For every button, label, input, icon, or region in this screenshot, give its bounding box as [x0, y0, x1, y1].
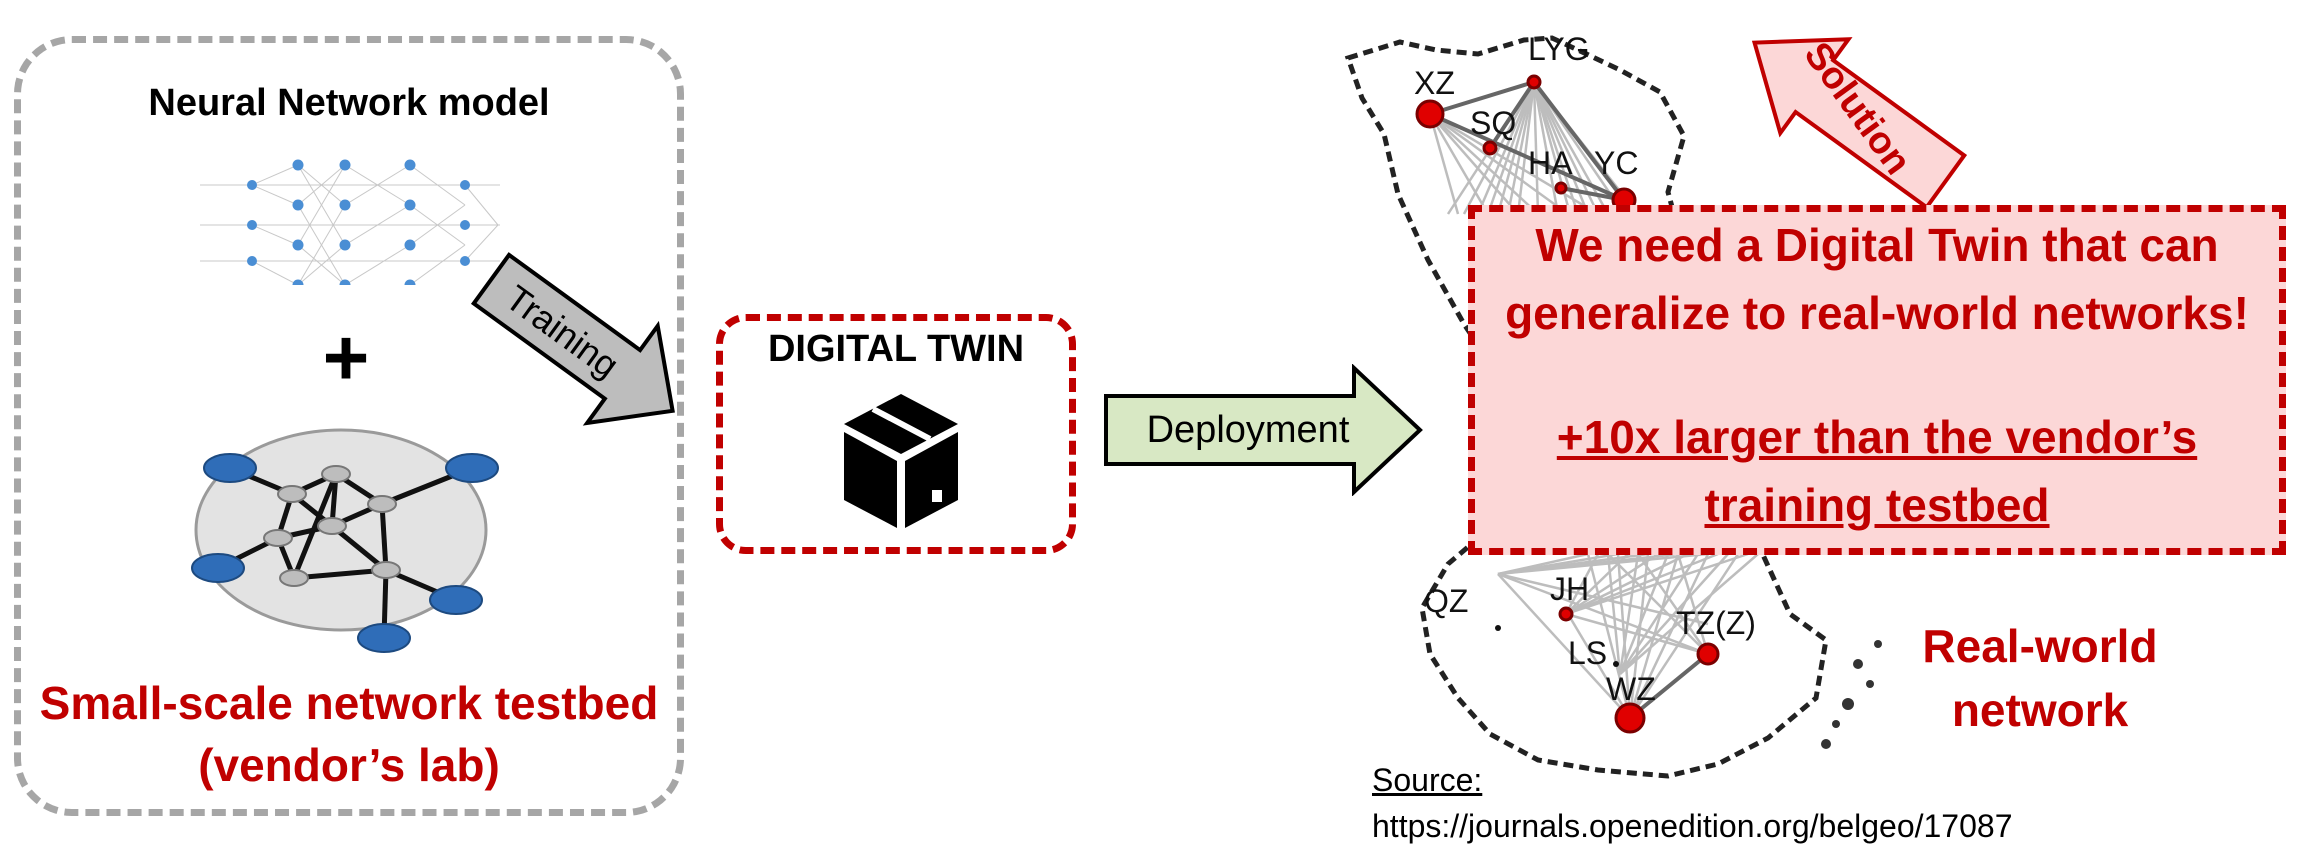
testbed-label-line1: Small-scale network testbed — [39, 677, 659, 729]
node-label-yc: YC — [1594, 145, 1638, 181]
solution-arrow: Solution — [1751, 35, 1968, 211]
digital-twin-requirement-callout — [1468, 205, 2286, 555]
callout-line1: We need a Digital Twin that can — [1535, 219, 2219, 271]
node-label-sq: SQ — [1470, 105, 1516, 141]
node-label-tz: TZ(Z) — [1676, 605, 1756, 641]
node-label-ls: LS — [1568, 635, 1607, 671]
neural-network-title: Neural Network model — [148, 82, 550, 124]
callout-line3: +10x larger than the vendor’s — [1556, 411, 2198, 463]
testbed-label: Small-scale network testbed (vendor’s la… — [14, 672, 684, 796]
testbed-label-line2: (vendor’s lab) — [198, 739, 500, 791]
box-icon — [844, 394, 958, 528]
node-label-jh: JH — [1550, 571, 1589, 607]
source-label: Source: — [1372, 762, 1483, 798]
source-url[interactable]: https://journals.openedition.org/belgeo/… — [1372, 808, 2013, 844]
plus-sign: + — [322, 313, 370, 402]
callout-line4: training testbed — [1704, 479, 2050, 531]
real-world-network-label: Real-world network — [1880, 614, 2200, 742]
deployment-label: Deployment — [1147, 409, 1350, 451]
vendor-lab-panel — [14, 36, 684, 816]
training-arrow: Training — [470, 252, 675, 426]
node-label-lyg: LYG — [1528, 31, 1590, 67]
node-label-xz: XZ — [1414, 65, 1455, 101]
digital-twin-title: DIGITAL TWIN — [767, 328, 1025, 370]
deployment-arrow: Deployment — [1104, 364, 1423, 496]
real-world-line2: network — [1951, 684, 2129, 736]
real-world-line1: Real-world — [1922, 620, 2158, 672]
node-label-wz: WZ — [1606, 671, 1656, 707]
node-label-ha: HA — [1528, 145, 1573, 181]
neural-network-icon — [200, 159, 500, 285]
node-label-qz: QZ — [1424, 583, 1468, 619]
callout-line2: generalize to real-world networks! — [1505, 287, 2249, 339]
network-testbed-icon — [191, 428, 499, 653]
real-world-network-map: XZ LYG SQ YC HA JH LS QZ TZ(Z) WZ — [1344, 31, 1882, 779]
